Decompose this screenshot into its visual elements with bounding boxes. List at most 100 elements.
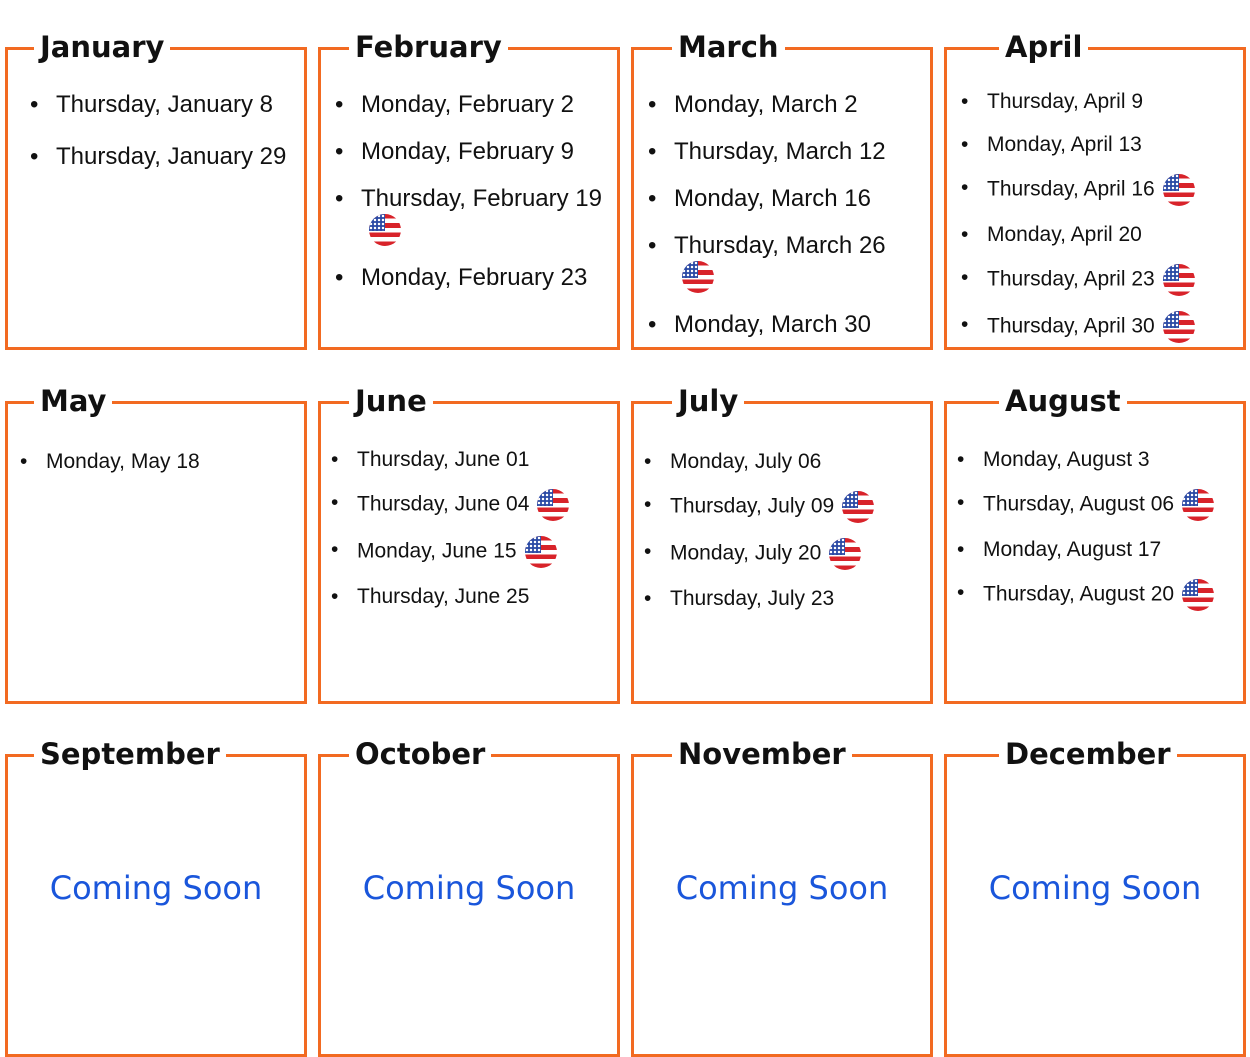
date-item: Thursday, April 23 <box>961 264 1237 296</box>
us-flag-icon <box>537 489 570 521</box>
date-item: Thursday, April 30 <box>961 311 1237 343</box>
date-list: Monday, February 2 Monday, February 9 Thur… <box>335 90 611 293</box>
date-list: Monday, March 2 Thursday, March 12 Monday,… <box>648 90 924 340</box>
date-item: Thursday, July 23 <box>644 585 920 613</box>
date-text: Monday, July 06 <box>670 450 822 473</box>
date-text: Monday, June 15 <box>357 539 517 563</box>
date-item: Thursday, August 20 <box>957 579 1239 611</box>
date-item: Monday, March 2 <box>648 90 924 120</box>
date-text: Thursday, April 16 <box>987 177 1155 201</box>
date-item: Thursday, March 26 <box>648 231 924 293</box>
date-item: Monday, July 06 <box>644 448 920 476</box>
us-flag-icon <box>682 261 714 293</box>
us-flag-icon <box>1162 311 1195 343</box>
date-text: Monday, August 17 <box>983 538 1162 561</box>
date-item: Thursday, August 06 <box>957 489 1239 521</box>
month-card-august: AugustMonday, August 3 Thursday, August 0… <box>944 384 1246 704</box>
date-text: Monday, March 16 <box>674 185 871 212</box>
date-text: Monday, April 20 <box>987 223 1142 246</box>
month-title: November <box>672 737 852 771</box>
month-card-april: AprilThursday, April 9Monday, April 13Th… <box>944 30 1246 350</box>
date-item: Monday, August 3 <box>957 446 1239 474</box>
date-text: Monday, February 2 <box>361 91 574 118</box>
month-title: July <box>672 384 745 418</box>
month-title: April <box>999 30 1089 64</box>
coming-soon-label: Coming Soon <box>49 869 263 907</box>
month-title: September <box>34 737 226 771</box>
date-text: Thursday, July 09 <box>670 494 835 518</box>
date-item: Thursday, January 8 <box>30 90 296 120</box>
month-title: August <box>999 384 1127 418</box>
month-title: February <box>349 30 508 64</box>
us-flag-icon <box>829 538 862 570</box>
date-text: Monday, July 20 <box>670 541 822 565</box>
month-title: March <box>672 30 785 64</box>
date-text: Monday, February 23 <box>361 264 588 291</box>
date-item: Monday, April 13 <box>961 131 1237 159</box>
date-text: Monday, May 18 <box>46 450 200 473</box>
date-item: Monday, March 30 <box>648 310 924 340</box>
date-item: Thursday, June 01 <box>331 446 607 474</box>
date-item: Monday, February 2 <box>335 90 611 120</box>
date-text: Thursday, January 29 <box>56 143 287 170</box>
date-text: Monday, August 3 <box>983 448 1150 471</box>
date-text: Thursday, March 26 <box>674 232 886 259</box>
month-card-july: JulyMonday, July 06Thursday, July 09Mond… <box>631 384 933 704</box>
date-list: Monday, May 18 <box>20 448 296 476</box>
date-item: Thursday, January 29 <box>30 142 296 172</box>
coming-soon-label: Coming Soon <box>362 869 576 907</box>
date-item: Thursday, June 25 <box>331 583 607 611</box>
us-flag-icon <box>1182 489 1215 521</box>
us-flag-icon <box>1182 579 1215 611</box>
date-list: Thursday, January 8 Thursday, January 29 <box>30 90 296 172</box>
us-flag-icon <box>369 214 401 246</box>
date-list: Monday, July 06 Thursday, July 09 Monday, … <box>644 448 920 613</box>
date-item: Monday, February 23 <box>335 263 611 293</box>
date-item: Monday, June 15 <box>331 536 607 568</box>
date-item: Monday, August 17 <box>957 536 1239 564</box>
date-text: Thursday, April 30 <box>987 314 1155 338</box>
date-item: Monday, March 16 <box>648 184 924 214</box>
month-card-march: MarchMonday, March 2Thursday, March 12Mo… <box>631 30 933 350</box>
date-item: Monday, May 18 <box>20 448 296 476</box>
date-item: Monday, February 9 <box>335 137 611 167</box>
date-text: Thursday, August 20 <box>983 582 1175 606</box>
us-flag-icon <box>842 491 875 523</box>
month-title: June <box>349 384 433 418</box>
date-item: Monday, April 20 <box>961 221 1237 249</box>
date-text: Monday, March 2 <box>674 91 858 118</box>
date-text: Thursday, April 9 <box>987 90 1144 113</box>
coming-soon-label: Coming Soon <box>988 869 1202 907</box>
month-title: October <box>349 737 492 771</box>
date-text: Monday, March 30 <box>674 311 871 338</box>
date-list: Thursday, April 9 Monday, April 13 Thursda… <box>961 88 1237 343</box>
date-text: Thursday, January 8 <box>56 91 273 118</box>
date-item: Thursday, April 16 <box>961 174 1237 206</box>
date-item: Thursday, February 19 <box>335 184 611 246</box>
date-text: Thursday, February 19 <box>361 185 602 212</box>
us-flag-icon <box>524 536 557 568</box>
date-text: Thursday, June 01 <box>357 448 530 471</box>
month-card-june: JuneThursday, June 01 Thursday, June 04 Mo… <box>318 384 620 704</box>
month-card-february: FebruaryMonday, February 2Monday, Februa… <box>318 30 620 350</box>
month-title: January <box>34 30 171 64</box>
date-item: Thursday, March 12 <box>648 137 924 167</box>
date-list: Thursday, June 01 Thursday, June 04 Monday… <box>331 446 607 611</box>
date-text: Thursday, June 04 <box>357 492 530 516</box>
date-item: Thursday, June 04 <box>331 489 607 521</box>
month-card-january: JanuaryThursday, January 8Thursday, Janu… <box>5 30 307 350</box>
date-item: Thursday, April 9 <box>961 88 1237 116</box>
date-text: Thursday, March 12 <box>674 138 886 165</box>
date-text: Monday, April 13 <box>987 133 1142 156</box>
date-item: Thursday, July 09 <box>644 491 920 523</box>
us-flag-icon <box>1162 264 1195 296</box>
date-text: Monday, February 9 <box>361 138 574 165</box>
us-flag-icon <box>1162 174 1195 206</box>
date-text: Thursday, April 23 <box>987 267 1155 291</box>
date-text: Thursday, August 06 <box>983 492 1175 516</box>
date-text: Thursday, June 25 <box>357 585 530 608</box>
